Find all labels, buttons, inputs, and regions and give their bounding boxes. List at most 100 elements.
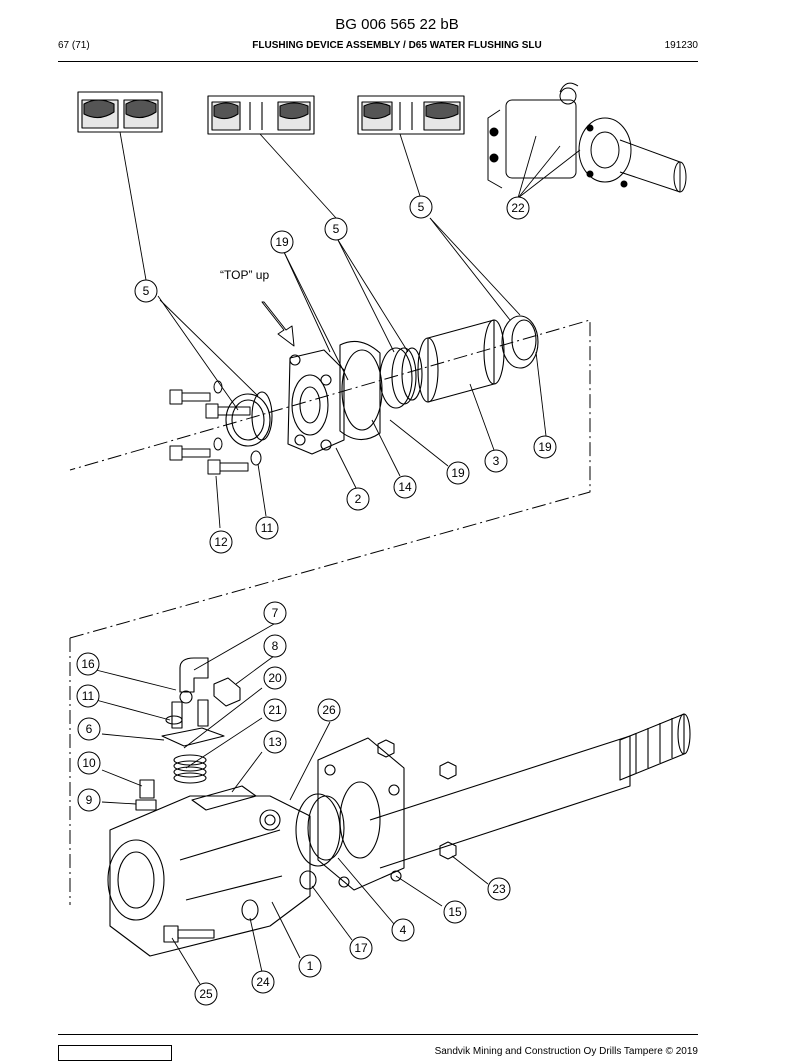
callout-4: 4 xyxy=(391,918,415,942)
callouts: 5 5 5 22 19 19 19 3 14 2 11 12 7 8 16 20… xyxy=(76,195,557,1006)
svg-text:6: 6 xyxy=(86,722,93,736)
leader-lines xyxy=(95,131,581,985)
company-logo xyxy=(58,1045,172,1061)
svg-text:22: 22 xyxy=(511,201,525,215)
svg-text:10: 10 xyxy=(82,756,96,770)
spring-20-21 xyxy=(173,754,207,784)
callout-5b: 5 xyxy=(324,217,348,241)
bracket-6 xyxy=(161,699,225,747)
svg-text:14: 14 xyxy=(398,480,412,494)
housing-1 xyxy=(107,795,311,957)
footer-divider xyxy=(58,1034,698,1035)
svg-text:1: 1 xyxy=(307,959,314,973)
callout-7: 7 xyxy=(263,601,287,625)
seal-ring-middle xyxy=(379,347,423,409)
seal-detail-2 xyxy=(207,95,315,135)
sleeve-3 xyxy=(417,319,505,403)
document-date: 191230 xyxy=(664,40,698,51)
gasket-13 xyxy=(191,785,257,811)
document-number: BG 006 565 22 bB xyxy=(335,16,459,33)
callout-19b: 19 xyxy=(533,435,557,459)
washer-24 xyxy=(241,899,259,921)
page-title: FLUSHING DEVICE ASSEMBLY / D65 WATER FLU… xyxy=(252,40,542,51)
svg-text:5: 5 xyxy=(418,200,425,214)
svg-text:11: 11 xyxy=(261,521,274,535)
svg-text:21: 21 xyxy=(268,703,282,717)
svg-text:19: 19 xyxy=(451,466,465,480)
flange-2 xyxy=(287,349,345,455)
callout-3: 3 xyxy=(484,449,508,473)
cap-10 xyxy=(139,779,155,799)
bolt-set-upper xyxy=(169,380,262,475)
seal-ring-left xyxy=(225,391,273,447)
seal-4 xyxy=(295,793,345,867)
seal-detail-3 xyxy=(357,95,465,135)
seal-detail-1 xyxy=(77,91,163,133)
svg-text:8: 8 xyxy=(272,639,279,653)
callout-15: 15 xyxy=(443,900,467,924)
callout-22: 22 xyxy=(506,196,530,220)
callout-19c: 19 xyxy=(446,461,470,485)
callout-25: 25 xyxy=(194,982,218,1006)
svg-text:26: 26 xyxy=(322,703,336,717)
shaft-26 xyxy=(369,713,691,869)
callout-23: 23 xyxy=(487,877,511,901)
svg-text:23: 23 xyxy=(492,882,506,896)
callout-6: 6 xyxy=(77,717,101,741)
callout-21: 21 xyxy=(263,698,287,722)
plug-8 xyxy=(213,677,241,707)
callout-5c: 5 xyxy=(409,195,433,219)
callout-12: 12 xyxy=(209,530,233,554)
callout-19a: 19 xyxy=(270,230,294,254)
orientation-note: “TOP” up xyxy=(220,268,269,282)
svg-text:9: 9 xyxy=(86,793,93,807)
callout-10: 10 xyxy=(77,751,101,775)
svg-text:16: 16 xyxy=(81,657,95,671)
seal-ring-right xyxy=(501,315,539,369)
plug-17 xyxy=(299,870,317,890)
svg-text:11: 11 xyxy=(82,689,95,703)
svg-text:12: 12 xyxy=(214,535,228,549)
svg-text:5: 5 xyxy=(333,222,340,236)
callout-1: 1 xyxy=(298,954,322,978)
svg-text:4: 4 xyxy=(400,923,407,937)
svg-text:19: 19 xyxy=(275,235,289,249)
svg-text:15: 15 xyxy=(448,905,462,919)
nuts-23 xyxy=(377,739,457,860)
svg-text:2: 2 xyxy=(355,492,362,506)
footer-copyright: Sandvik Mining and Construction Oy Drill… xyxy=(434,1046,698,1057)
nipple-9 xyxy=(135,799,157,811)
callout-13: 13 xyxy=(263,730,287,754)
callout-24: 24 xyxy=(251,970,275,994)
callout-26: 26 xyxy=(317,698,341,722)
assembled-view xyxy=(487,82,687,193)
assembly-frame xyxy=(69,319,591,639)
callout-16: 16 xyxy=(76,652,100,676)
callout-20: 20 xyxy=(263,666,287,690)
callout-5a: 5 xyxy=(134,279,158,303)
callout-2: 2 xyxy=(346,487,370,511)
header-divider xyxy=(58,61,698,62)
svg-text:5: 5 xyxy=(143,284,150,298)
flange-14 xyxy=(339,340,383,441)
bolt-25 xyxy=(163,925,215,943)
callout-11a: 11 xyxy=(255,516,279,540)
callout-17: 17 xyxy=(349,936,373,960)
callout-14: 14 xyxy=(393,475,417,499)
svg-text:24: 24 xyxy=(256,975,270,989)
callout-9: 9 xyxy=(77,788,101,812)
svg-text:17: 17 xyxy=(354,941,368,955)
elbow-fitting-7 xyxy=(179,657,209,704)
svg-text:3: 3 xyxy=(493,454,500,468)
callout-11b: 11 xyxy=(76,684,100,708)
svg-text:7: 7 xyxy=(272,606,279,620)
flange-15 xyxy=(317,737,405,891)
svg-text:25: 25 xyxy=(199,987,213,1001)
svg-text:19: 19 xyxy=(538,440,552,454)
svg-text:20: 20 xyxy=(268,671,282,685)
svg-text:13: 13 xyxy=(268,735,282,749)
top-up-arrow xyxy=(261,301,295,347)
page-number: 67 (71) xyxy=(58,40,90,51)
callout-8: 8 xyxy=(263,634,287,658)
